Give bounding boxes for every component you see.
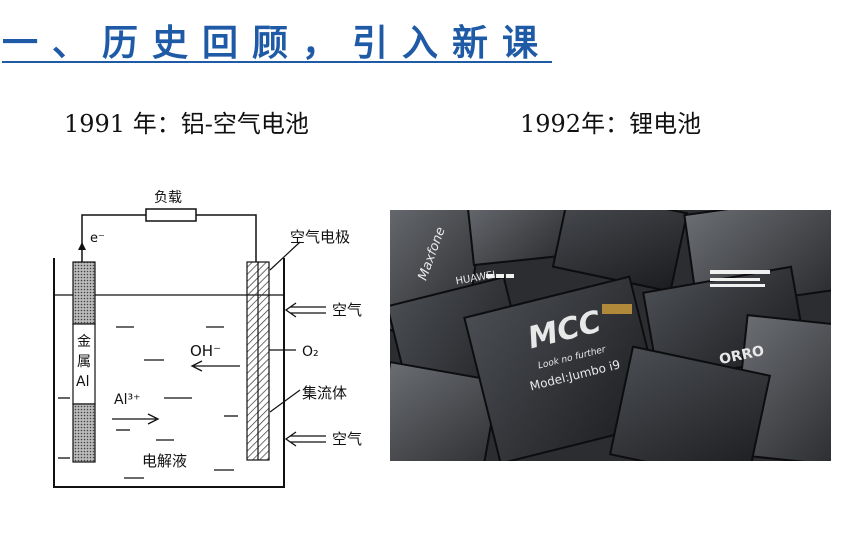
- electron-flow-arrow: [78, 242, 86, 250]
- load-label: 负载: [154, 190, 182, 206]
- aluminum-ion-label: Al³⁺: [114, 392, 140, 408]
- collector-label: 集流体: [302, 384, 347, 402]
- anode-bottom: [72, 403, 96, 463]
- lithium-batteries-photo: MCC Maxfone HUAWEI Look no further Model…: [390, 210, 831, 461]
- air-label-top: 空气: [332, 301, 362, 319]
- section-heading: 一、历史回顾，引入新课: [2, 23, 553, 64]
- external-wire: [81, 214, 257, 262]
- load-resistor: [145, 208, 197, 222]
- electrolyte-label: 电解液: [142, 452, 187, 470]
- air-electrode-label: 空气电极: [290, 228, 350, 246]
- caption-aluminum-air-battery: 1991 年：铝-空气电池: [64, 110, 309, 138]
- air-arrow-bottom: [284, 431, 326, 447]
- aluminum-ion-arrow: [112, 413, 160, 425]
- oxygen-label: O₂: [302, 344, 319, 360]
- air-electrode-pointer: [269, 241, 301, 271]
- air-label-bottom: 空气: [332, 430, 362, 448]
- electrolyte-container: [53, 258, 285, 488]
- collector-pointer: [269, 389, 301, 413]
- electron-label: e⁻: [90, 231, 105, 246]
- anode-label-3: Al: [76, 374, 89, 390]
- anode-label-2: 属: [77, 354, 91, 370]
- electrolyte-dashes: [58, 326, 238, 479]
- caption-lithium-battery: 1992年：锂电池: [520, 110, 702, 138]
- hydroxide-arrow: [190, 360, 240, 372]
- aluminum-air-battery-diagram: 负载 e⁻ 金 属 Al 空气电极 空气 空气 O₂ 集流体 OH⁻ Al³⁺ …: [53, 190, 362, 488]
- anode-label-1: 金: [77, 334, 91, 350]
- anode-top: [72, 261, 96, 325]
- hydroxide-ion-label: OH⁻: [190, 342, 221, 360]
- air-arrow-top: [284, 302, 326, 318]
